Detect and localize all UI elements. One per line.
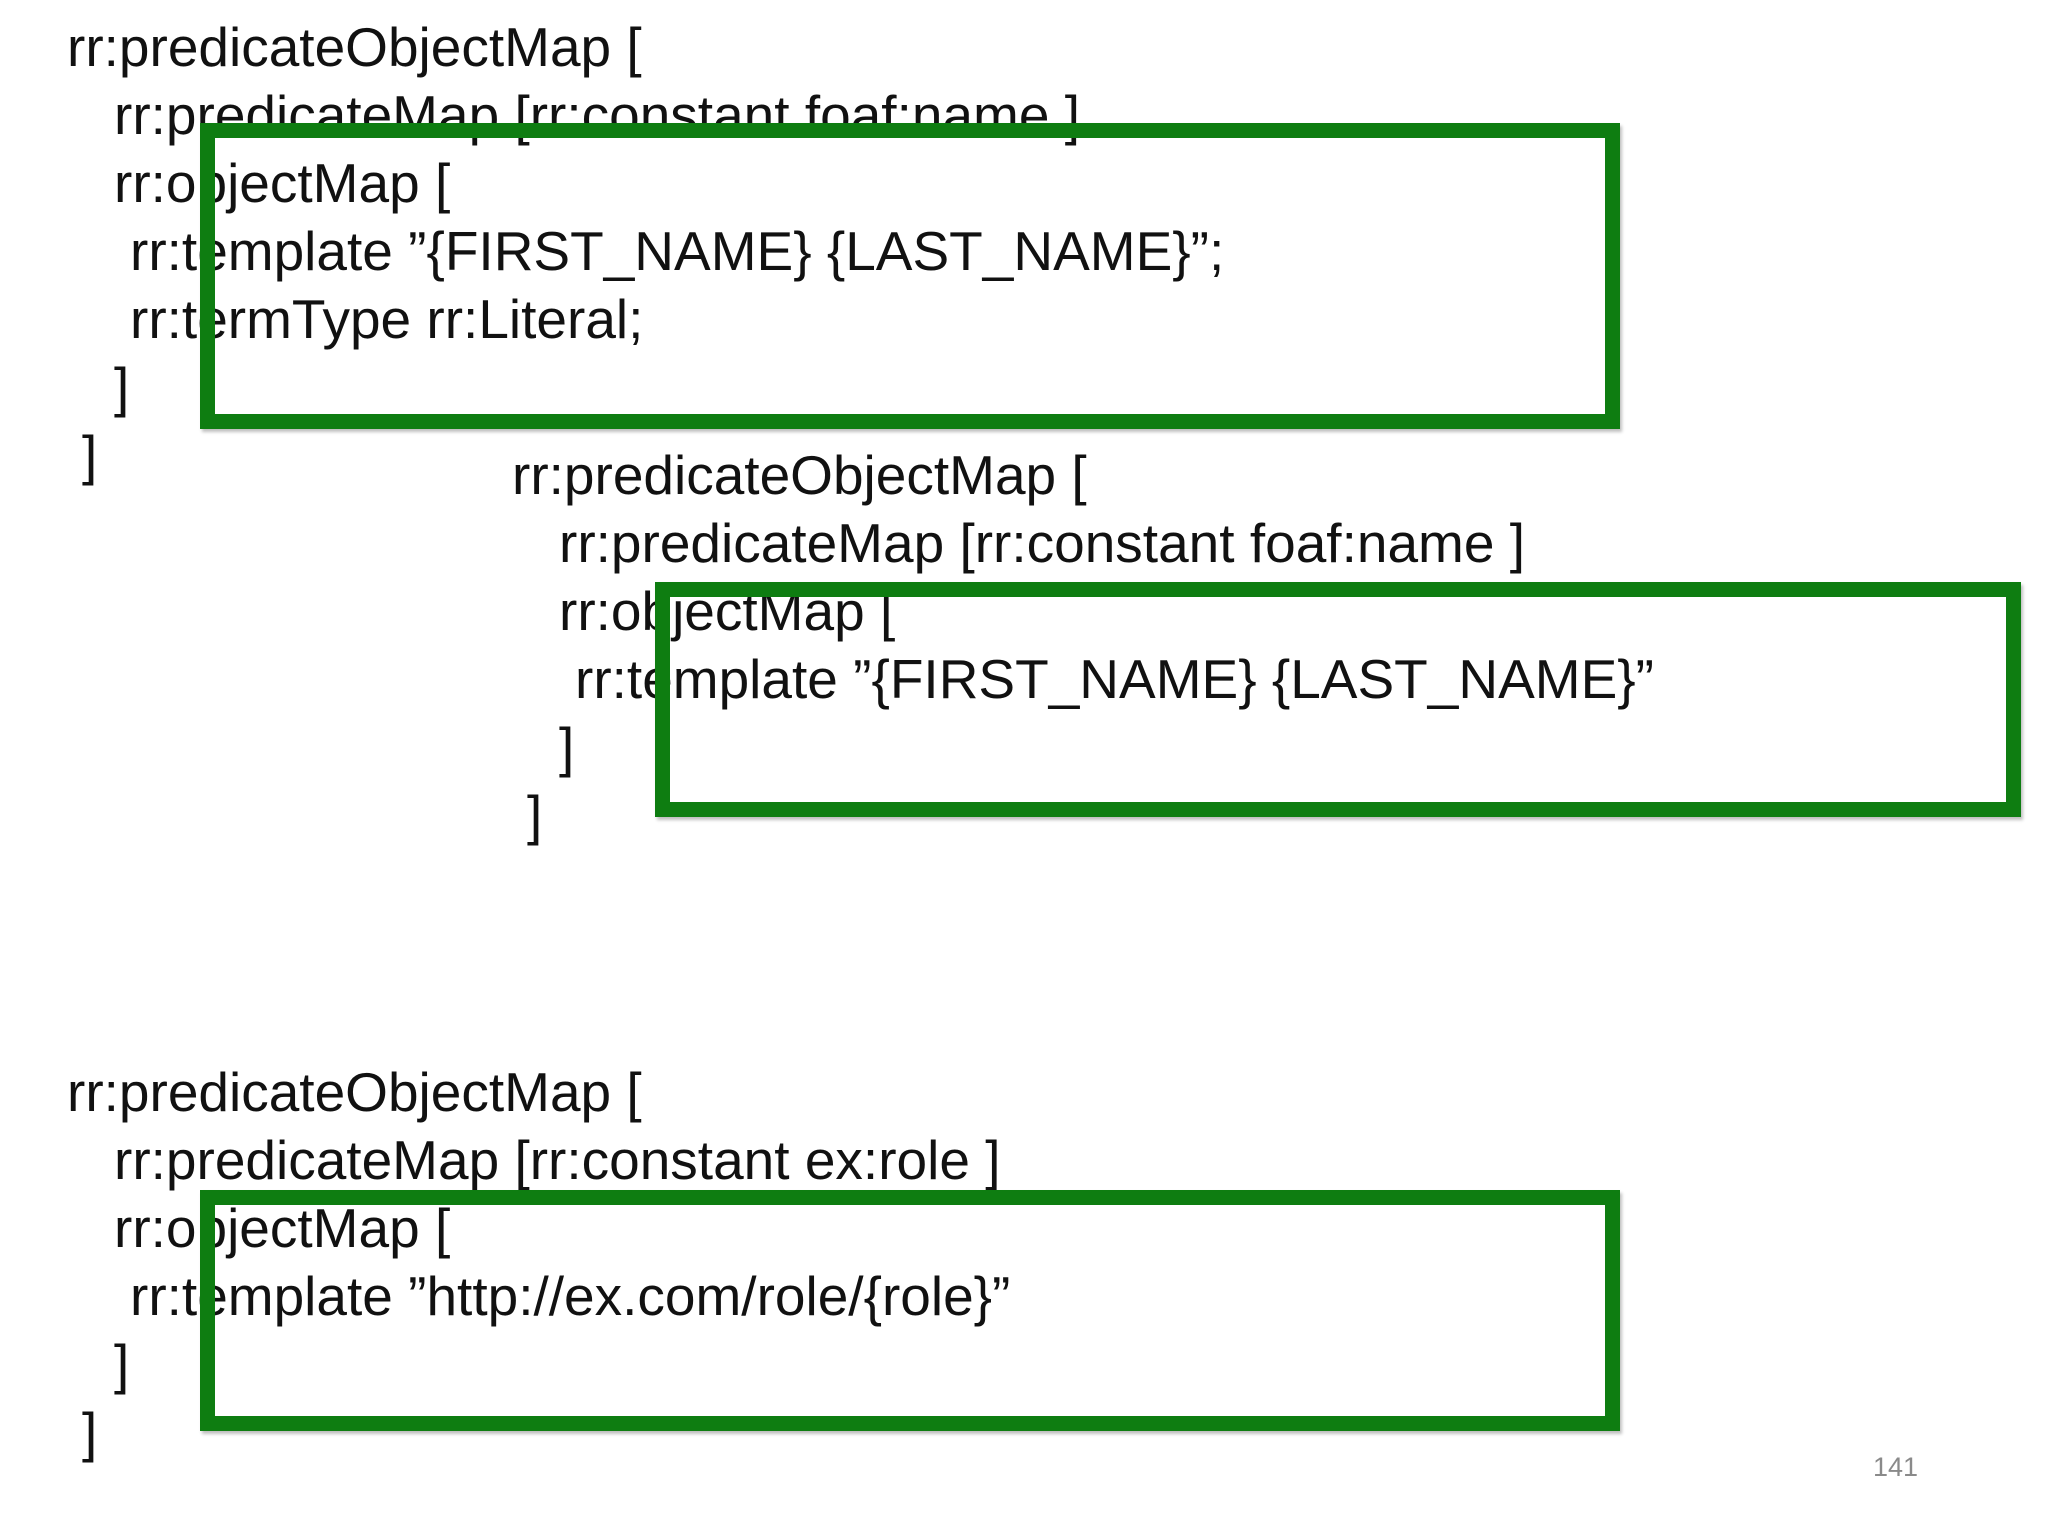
code-line: ] bbox=[82, 424, 98, 486]
code-line: rr:template ”http://ex.com/role/{role}” bbox=[130, 1265, 1011, 1327]
code-line: ] bbox=[82, 1401, 98, 1463]
page-number: 141 bbox=[1873, 1452, 1919, 1482]
code-line: ] bbox=[114, 1333, 130, 1395]
highlight-box-1 bbox=[200, 123, 1620, 429]
code-line: rr:template ”{FIRST_NAME} {LAST_NAME}” bbox=[575, 648, 1654, 710]
code-line: rr:predicateMap [rr:constant foaf:name ] bbox=[559, 512, 1525, 574]
code-line: ] bbox=[559, 716, 575, 778]
highlight-box-2 bbox=[655, 582, 2021, 817]
code-line: ] bbox=[527, 784, 543, 846]
highlight-box-3 bbox=[200, 1190, 1620, 1431]
code-line: ] bbox=[114, 356, 130, 418]
code-line: rr:predicateObjectMap [ bbox=[67, 16, 642, 78]
code-line: rr:predicateObjectMap [ bbox=[67, 1061, 642, 1123]
code-line: rr:objectMap [ bbox=[114, 1197, 451, 1259]
code-line: rr:template ”{FIRST_NAME} {LAST_NAME}”; bbox=[130, 220, 1225, 282]
code-line: rr:termType rr:Literal; bbox=[130, 288, 644, 350]
code-line: rr:predicateObjectMap [ bbox=[512, 444, 1087, 506]
code-line: rr:objectMap [ bbox=[114, 152, 451, 214]
code-line: rr:predicateMap [rr:constant ex:role ] bbox=[114, 1129, 1001, 1191]
